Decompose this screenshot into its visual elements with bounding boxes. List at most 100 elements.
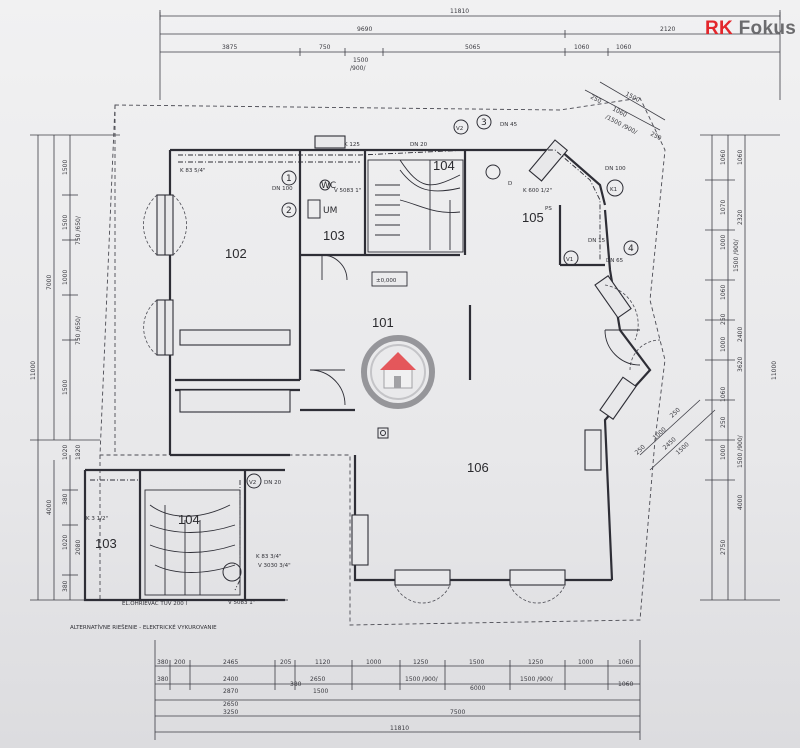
dim-bot-1000: 1000 [366, 659, 381, 666]
dim-right-1060d: 1060 [720, 387, 727, 402]
dim-bot-1500: 1500 [469, 659, 484, 666]
dim-bot-2650b: 2650 [223, 701, 238, 708]
dim-right-1000c: 1000 [720, 445, 727, 460]
room-102: 102 [225, 246, 247, 261]
room-103: 103 [323, 228, 345, 243]
dim-right-11000: 11000 [771, 361, 778, 380]
dim-right-3620: 3620 [737, 357, 744, 372]
dim-top-11810: 11810 [450, 8, 469, 15]
dim-left-1500b: 1500 [62, 215, 69, 230]
note-k600: K 600 1/2" [523, 188, 552, 194]
dim-left-380b: 380 [62, 580, 69, 592]
note-alternative: ALTERNATÍVNE RIEŠENIE - ELEKTRICKÉ VYKUR… [70, 623, 217, 631]
room-103-alt: 103 [95, 536, 117, 551]
dim-top-1500: 1500 [353, 57, 368, 64]
dim-diag-1000: 1000 [652, 426, 668, 442]
dim-left-7000: 7000 [46, 275, 53, 290]
dim-bot-1250a: 1250 [413, 659, 428, 666]
note-eloh: EL.OHRIEVAČ TÚV 200 l [122, 600, 187, 607]
dim-bot-380b: 380 [157, 676, 169, 683]
dim-top-3875: 3875 [222, 44, 237, 51]
dim-bot-2870: 2870 [223, 688, 238, 695]
dim-right-2400: 2400 [737, 327, 744, 342]
note-v3030: V 3030 3/4" [258, 563, 291, 569]
marker-1: 1 [286, 174, 292, 184]
dim-right-1000b: 1000 [720, 337, 727, 352]
note-k83b: K 83 3/4" [256, 554, 281, 560]
dim-left-1820: 1820 [75, 445, 82, 460]
note-dn100b: DN 100 [605, 166, 626, 172]
dim-top-1060b: 1060 [616, 44, 631, 51]
dim-bot-1500b: 1500 [313, 688, 328, 695]
dim-right-1500-900b: 1500 /900/ [737, 434, 744, 468]
dim-bot-205: 205 [280, 659, 292, 666]
dim-bot-380c: 380 [290, 681, 302, 688]
dim-left-1020b: 1020 [62, 535, 69, 550]
watermark-logo [361, 335, 435, 409]
dim-right-250: 250 [720, 313, 727, 325]
note-dn20b: DN 20 [264, 480, 282, 486]
fixture-wc: WC [321, 181, 336, 191]
note-v5083: V 5083 1" [334, 188, 361, 194]
dim-bot-1060: 1060 [618, 659, 633, 666]
dim-right-1060: 1060 [720, 150, 727, 165]
rk-fokus-logo: RK Fokus [705, 18, 796, 40]
dim-left-1500c: 1500 [62, 380, 69, 395]
fixture-um: UM [323, 206, 337, 216]
dim-bot-1250b: 1250 [528, 659, 543, 666]
note-dn45: DN 45 [500, 122, 518, 128]
note-v5083b: V 5083 1" [228, 600, 255, 606]
dim-right-1000: 1000 [720, 235, 727, 250]
dim-bot-11810: 11810 [390, 725, 409, 732]
note-k83: K 83 5/4" [180, 168, 205, 174]
marker-v2: V2 [456, 126, 463, 132]
marker-v1: V1 [566, 257, 573, 263]
marker-3: 3 [481, 118, 487, 128]
dim-bot-200: 200 [174, 659, 186, 666]
dim-bot-1000b: 1000 [578, 659, 593, 666]
dim-left-380: 380 [62, 493, 69, 505]
room-105: 105 [522, 210, 544, 225]
dim-left-750: 750 /650/ [75, 215, 82, 245]
room-106: 106 [467, 460, 489, 475]
note-dn100: DN 100 [272, 186, 293, 192]
dim-left-11000: 11000 [30, 361, 37, 380]
room-101: 101 [372, 315, 394, 330]
dim-right-1060c: 1060 [720, 285, 727, 300]
fixture-ps: PS [545, 206, 552, 212]
note-dn65: DN 65 [606, 258, 624, 264]
dim-left-1500a: 1500 [62, 160, 69, 175]
logo-rk: RK [705, 18, 734, 39]
dim-top-750: 750 [319, 44, 331, 51]
dim-left-1020: 1020 [62, 445, 69, 460]
dim-bot-1120: 1120 [315, 659, 330, 666]
marker-2: 2 [286, 206, 292, 216]
dim-bot-7500: 7500 [450, 709, 465, 716]
dim-right-1070: 1070 [720, 200, 727, 215]
dim-right-2750: 2750 [720, 540, 727, 555]
dim-bot-6000: 6000 [470, 685, 485, 692]
dim-diag-250b: 250 [649, 131, 663, 143]
dim-diag-2450: 2450 [662, 436, 678, 452]
note-dn20a: DN 20 [410, 142, 428, 148]
dim-bot-1060b: 1060 [618, 681, 633, 688]
level-mark: ±0,000 [376, 278, 397, 284]
dim-bot-2465: 2465 [223, 659, 238, 666]
dim-top-5065: 5065 [465, 44, 480, 51]
dim-bot-1500-900a: 1500 /900/ [405, 676, 439, 683]
dim-left-4000: 4000 [46, 500, 53, 515]
dim-bot-1500-900b: 1500 /900/ [520, 676, 554, 683]
note-k125: K 125 [344, 142, 360, 148]
dim-bot-2650a: 2650 [310, 676, 325, 683]
dim-right-2320: 2320 [737, 210, 744, 225]
fixture-d: D [508, 181, 512, 187]
dim-diag-1500b: 1500 [675, 441, 691, 457]
dim-diag-250c: 250 [669, 406, 682, 419]
dim-bot-380a: 380 [157, 659, 169, 666]
dim-diag-250a: 250 [589, 94, 603, 106]
dim-right-1060b: 1060 [737, 150, 744, 165]
dim-right-4000: 4000 [737, 495, 744, 510]
logo-fokus: Fokus [738, 18, 797, 39]
dim-left-1000: 1000 [62, 270, 69, 285]
